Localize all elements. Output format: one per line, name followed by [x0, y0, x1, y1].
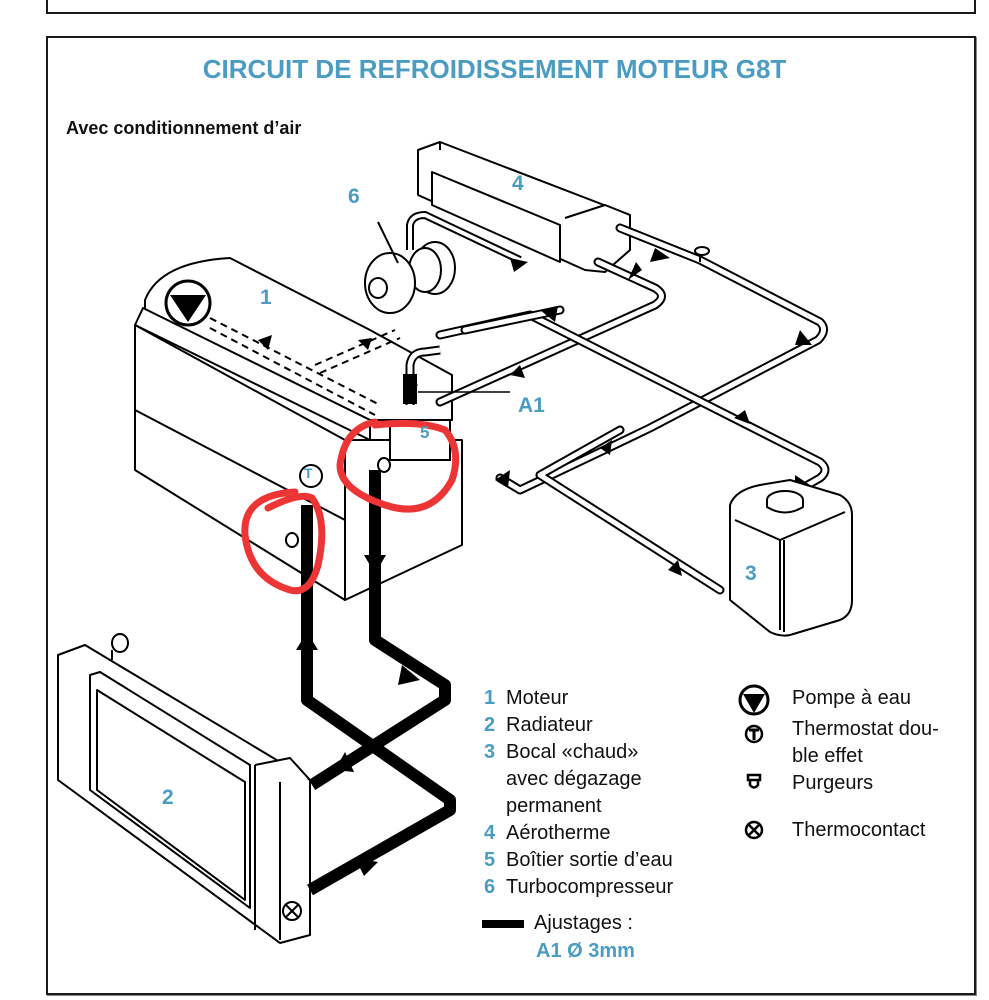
part-label-2: 2: [162, 786, 174, 809]
part-label-4: 4: [512, 172, 524, 195]
adjustments-value: A1 Ø 3mm: [536, 940, 635, 962]
part-label-3: 3: [745, 562, 757, 585]
bleed-screw-icon: [736, 772, 772, 800]
part-label-5: 5: [420, 423, 430, 442]
diagram-frame: [46, 36, 976, 995]
previous-section-frame: [46, 0, 976, 14]
page-title: CIRCUIT DE REFROIDISSEMENT MOTEUR G8T: [202, 54, 787, 84]
heater-matrix: [417, 141, 631, 273]
turbocharger: [364, 210, 522, 314]
heater-hoses: [435, 223, 830, 595]
legend-item-3-cont: avec dégazage: [506, 768, 642, 790]
expansion-tank: [729, 479, 853, 637]
legend-symbol-thermostat-cont: ble effet: [792, 745, 863, 767]
radiator: [57, 633, 311, 944]
thermostat-icon: [736, 724, 772, 752]
water-pump-icon: [736, 684, 772, 725]
engine-block: [134, 257, 463, 601]
annotation-circle-bleed-screw: [241, 488, 326, 595]
water-outlet-box: [285, 345, 510, 548]
red-annotation-circles: [241, 418, 460, 595]
engine-top: [144, 257, 453, 421]
part-label-a1: A1: [518, 394, 545, 417]
internal-passages: [209, 317, 401, 416]
water-pump-icon: [164, 279, 212, 327]
adjustments-label: Ajustages :: [534, 912, 633, 934]
thermocontact-icon: [736, 820, 772, 848]
engine-front: [344, 439, 463, 601]
bleed-screw-icon: [694, 246, 710, 262]
annotation-circle-outlet-box: [336, 418, 460, 513]
thick-hose-swatch: [482, 919, 524, 928]
adjustments-legend: Ajustages : A1 Ø 3mm: [482, 912, 635, 962]
thermostat-marker: T: [304, 465, 313, 481]
part-label-6: 6: [348, 185, 360, 208]
part-label-1: 1: [260, 286, 272, 309]
flow-arrow: [358, 338, 372, 350]
legend-item-3-cont: permanent: [506, 795, 602, 817]
thermocontact-icon: [282, 901, 302, 921]
subtitle: Avec conditionnement d’air: [66, 118, 302, 138]
flow-arrow: [258, 335, 272, 350]
radiator-flow-arrows: [296, 555, 420, 876]
